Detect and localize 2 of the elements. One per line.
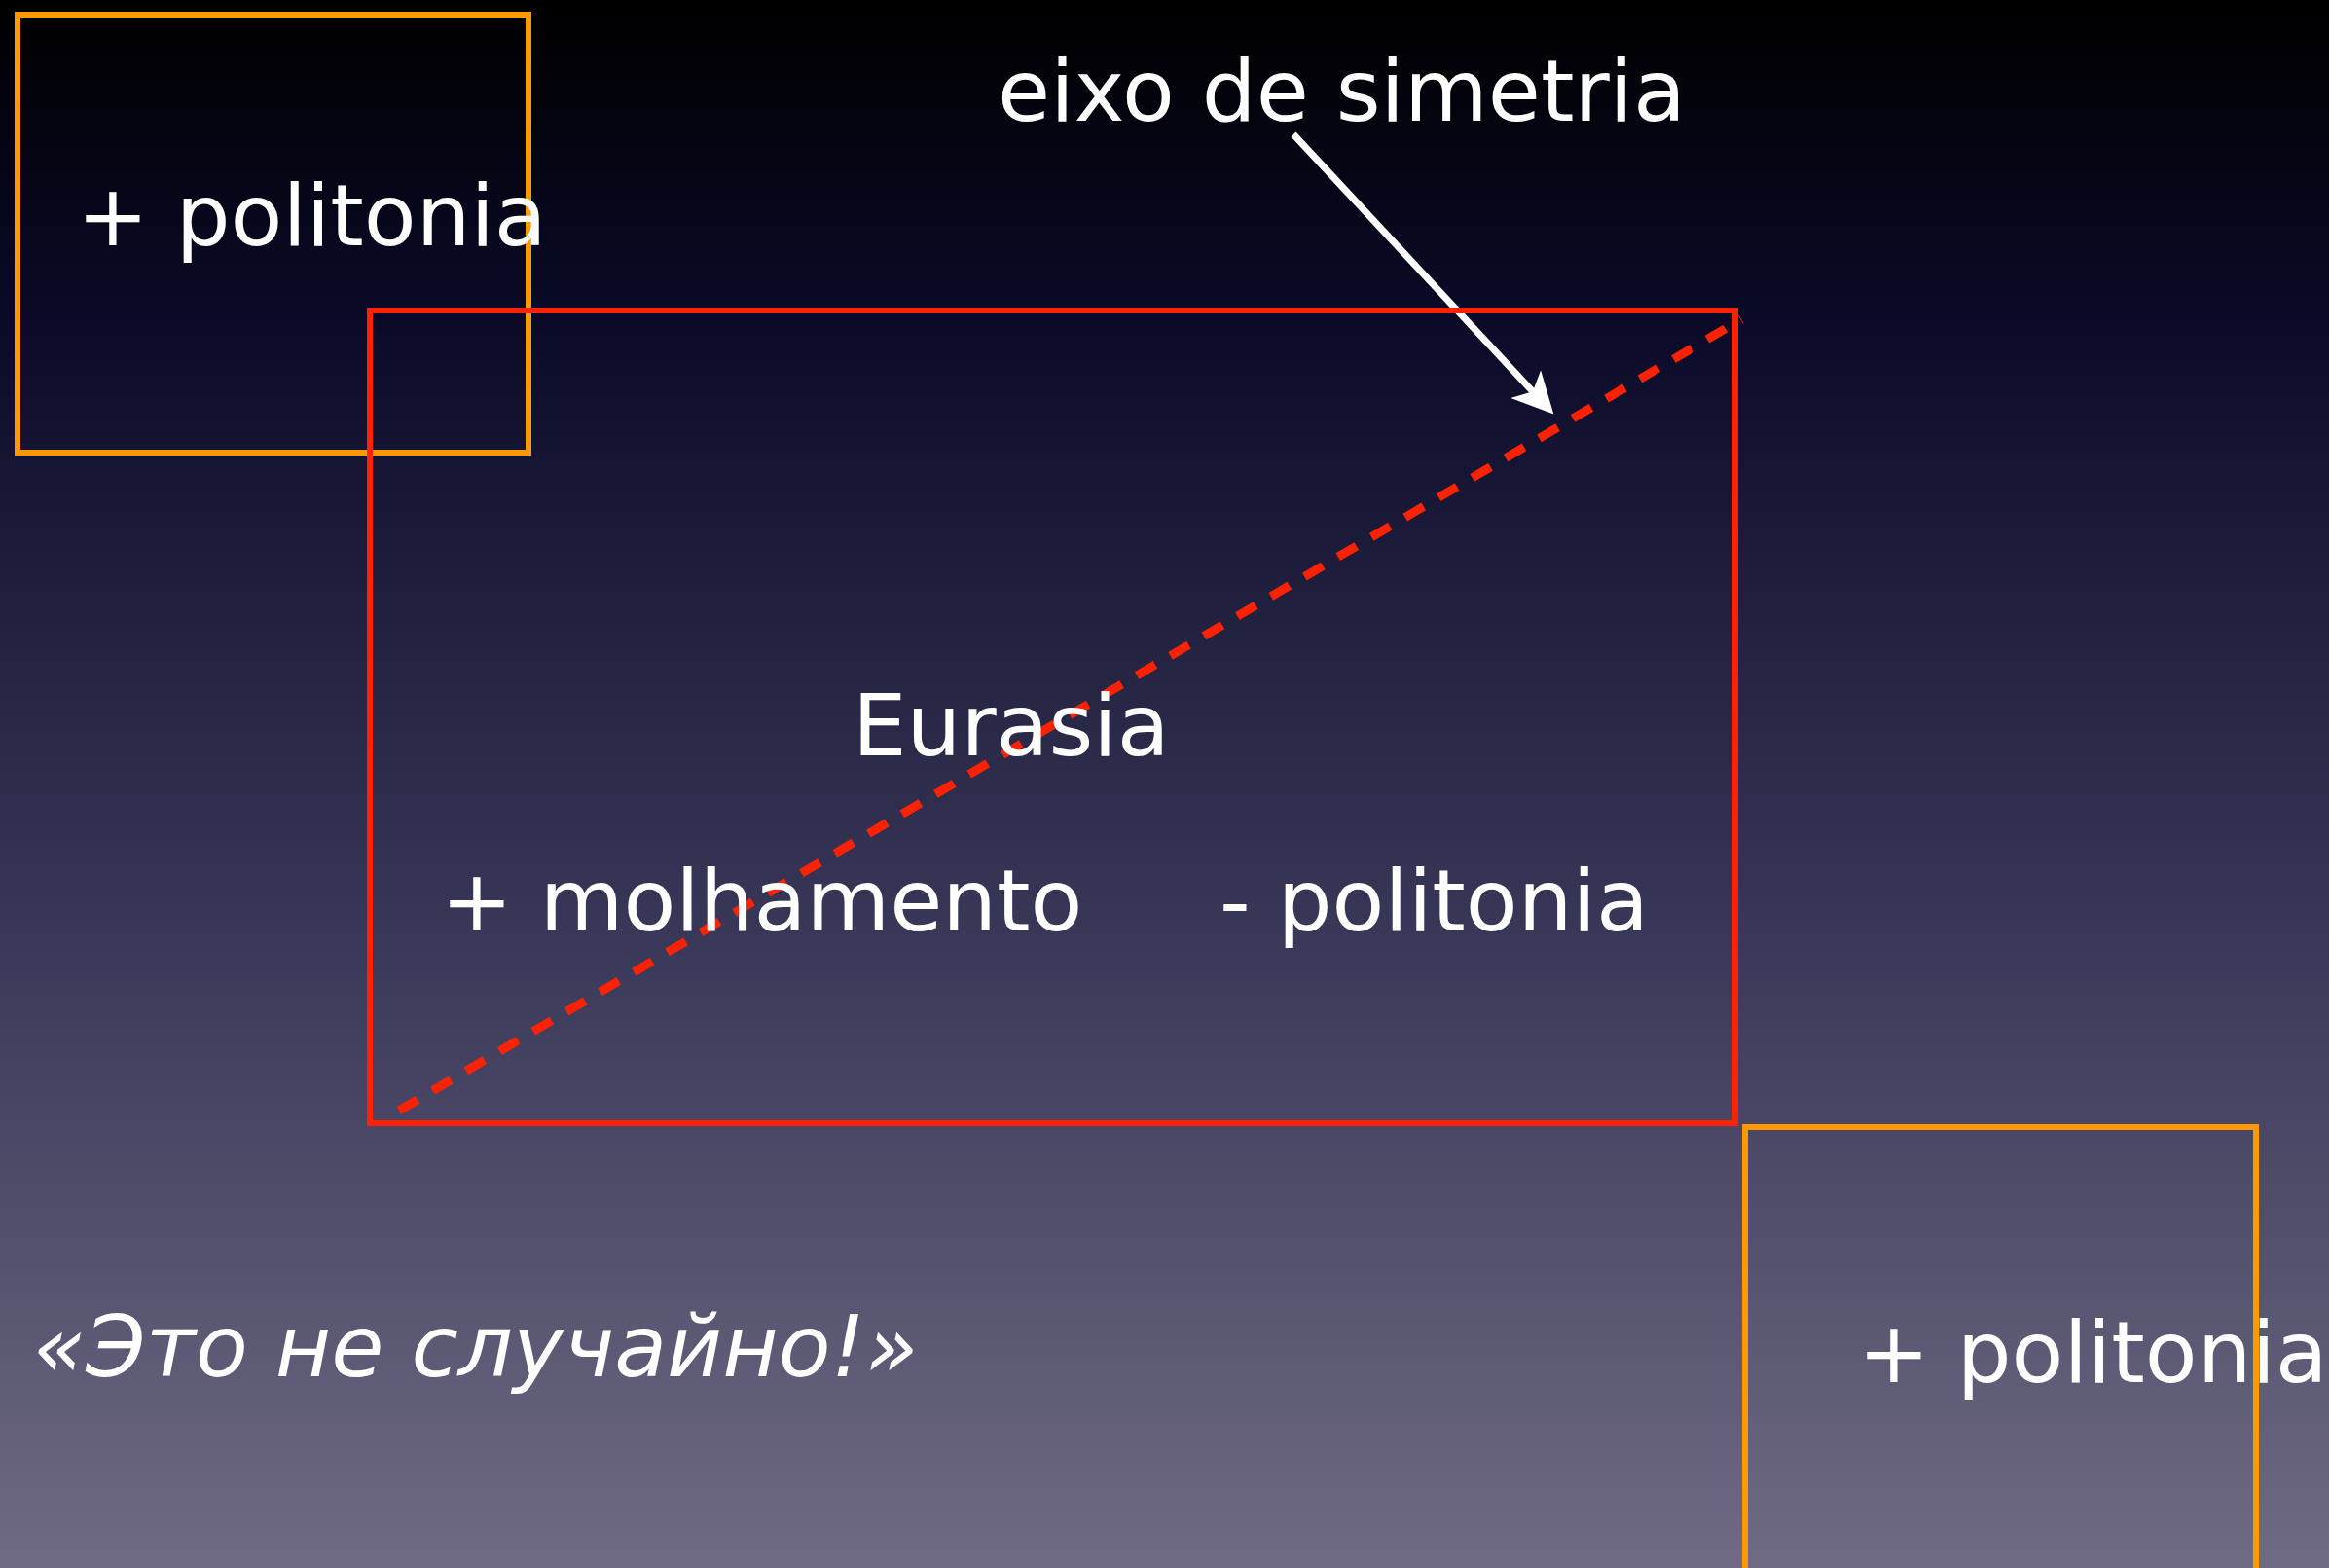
leader-arrow (1291, 131, 1554, 415)
annotation-label: eixo de simetria (998, 49, 1686, 134)
